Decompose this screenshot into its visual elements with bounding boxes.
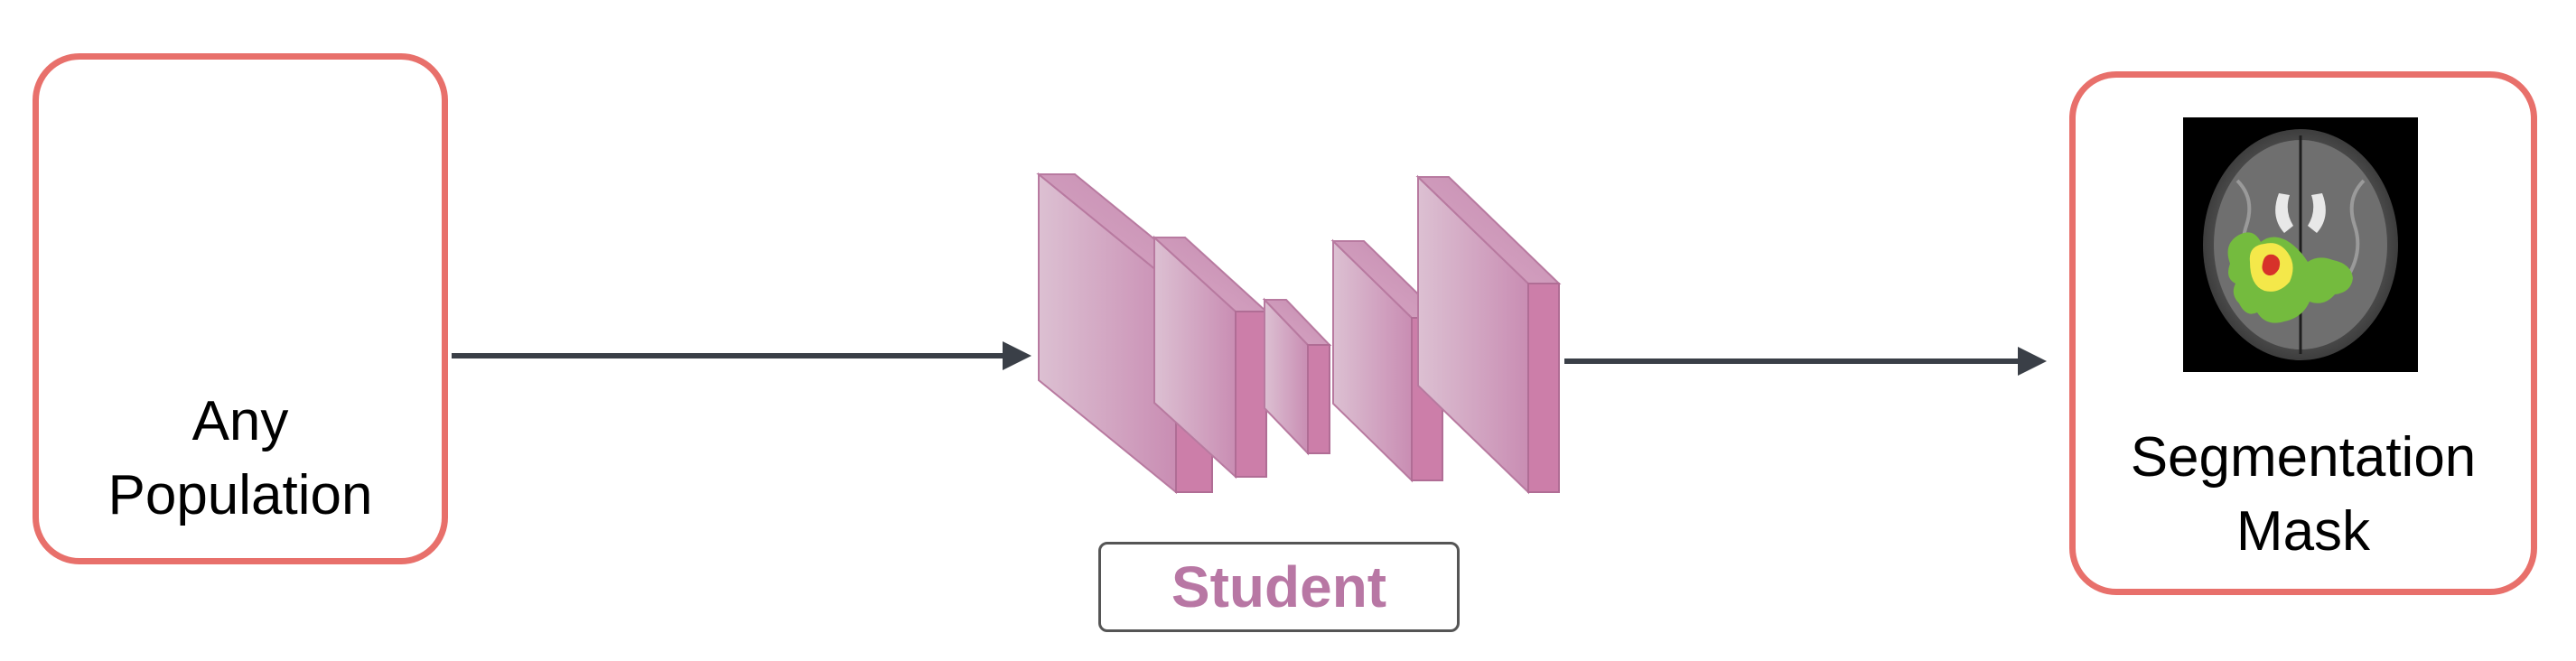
input-label: Any Population: [107, 390, 373, 526]
output-label: Segmentation Mask: [2130, 426, 2477, 563]
arrow-student-to-output: [1564, 347, 2047, 376]
input-box: Any Population: [33, 53, 448, 564]
segmentation-mask-image: [2183, 117, 2418, 372]
network-layer-2: [1152, 235, 1269, 479]
output-box: Segmentation Mask: [2069, 71, 2537, 595]
ventricles: [2275, 193, 2326, 233]
student-network-icon: [1036, 172, 1562, 495]
student-label: Student: [1098, 542, 1460, 632]
network-layer-5: [1415, 174, 1562, 495]
network-layer-3: [1262, 297, 1332, 456]
segmentation-overlay: [2227, 232, 2353, 323]
arrow-input-to-student: [452, 341, 1031, 370]
